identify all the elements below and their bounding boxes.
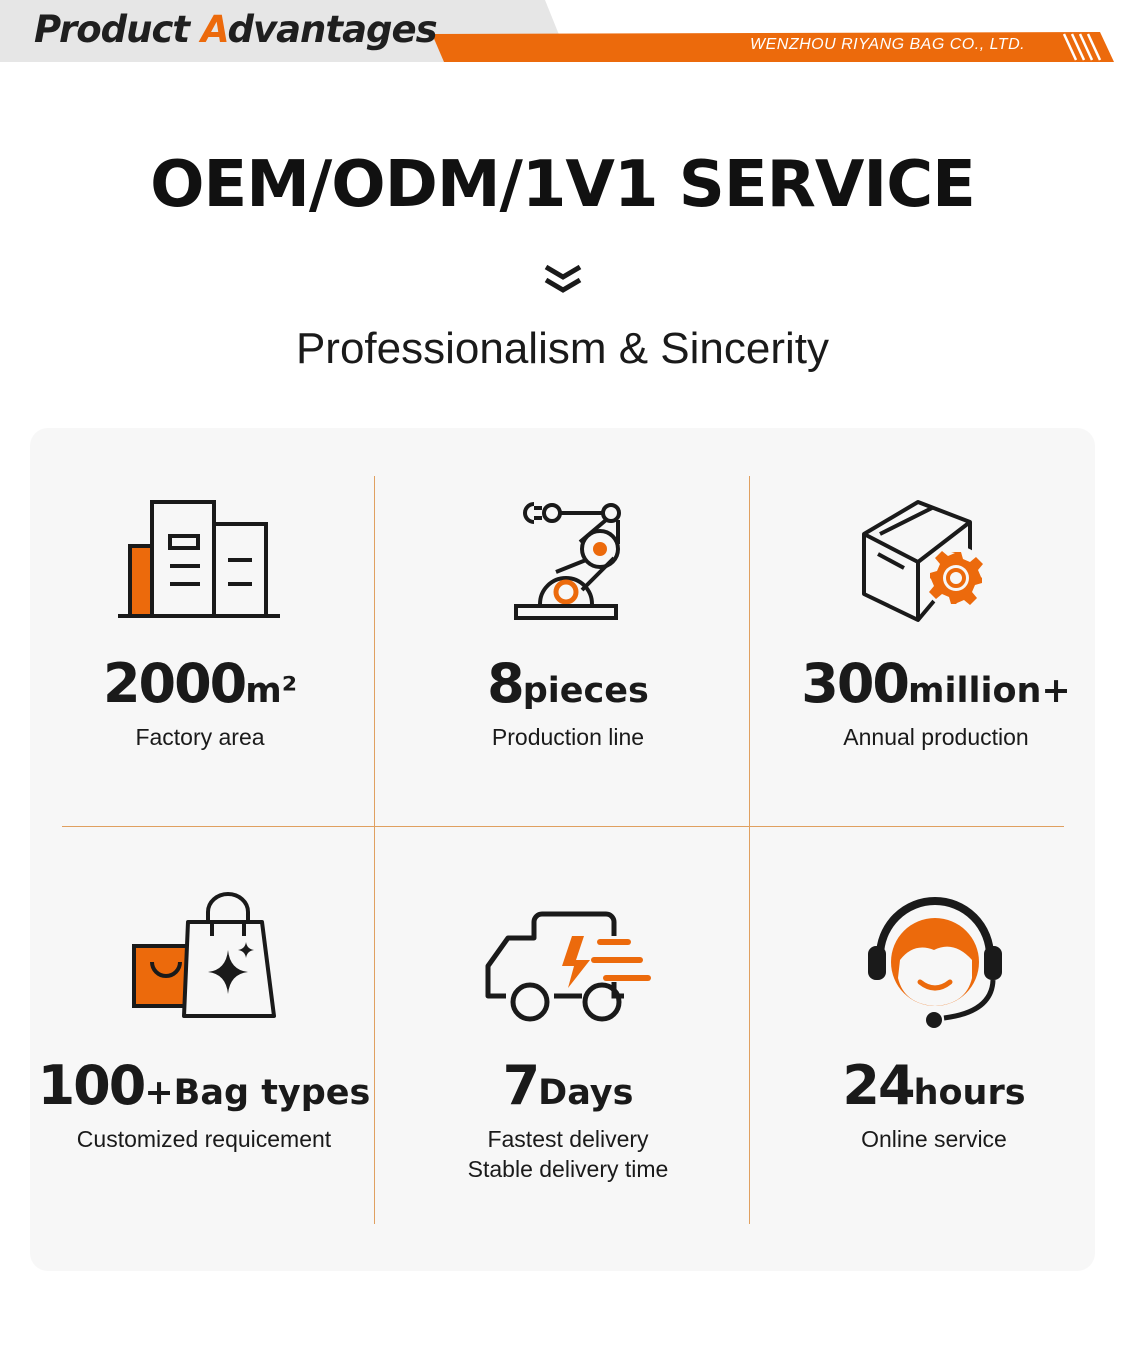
stat-value: 100+Bag types <box>37 1054 371 1117</box>
divider <box>62 826 1064 827</box>
stat-label: Online service <box>861 1126 1007 1152</box>
delivery-truck-icon <box>485 911 651 1022</box>
header-banner <box>0 0 1114 62</box>
stat-label: Annual production <box>843 724 1029 750</box>
stat-value: 7Days <box>502 1054 634 1117</box>
stat-value: 24hours <box>842 1054 1026 1117</box>
page-subtitle: Professionalism & Sincerity <box>295 324 830 373</box>
shopping-bags-icon <box>132 892 276 1018</box>
stat-label: Customized requicement <box>76 1126 332 1152</box>
headset-agent-icon <box>868 897 1002 1028</box>
box-gear-icon <box>862 500 988 622</box>
stat-value: 300million+ <box>801 652 1071 715</box>
building-icon <box>118 500 280 618</box>
company-name: WENZHOU RIYANG BAG CO., LTD. <box>750 36 1026 53</box>
stat-label: Production line <box>491 724 645 750</box>
stat-value: 2000m² <box>102 652 298 715</box>
divider <box>374 476 375 1224</box>
divider <box>749 476 750 1224</box>
robot-arm-icon <box>514 502 621 620</box>
stat-value: 8pieces <box>487 652 649 715</box>
double-chevron-down-icon <box>544 264 582 293</box>
page-title: OEM/ODM/1V1 SERVICE <box>150 148 976 222</box>
header-title: Product Advantages <box>34 8 438 51</box>
stat-label: Factory area <box>135 724 265 750</box>
